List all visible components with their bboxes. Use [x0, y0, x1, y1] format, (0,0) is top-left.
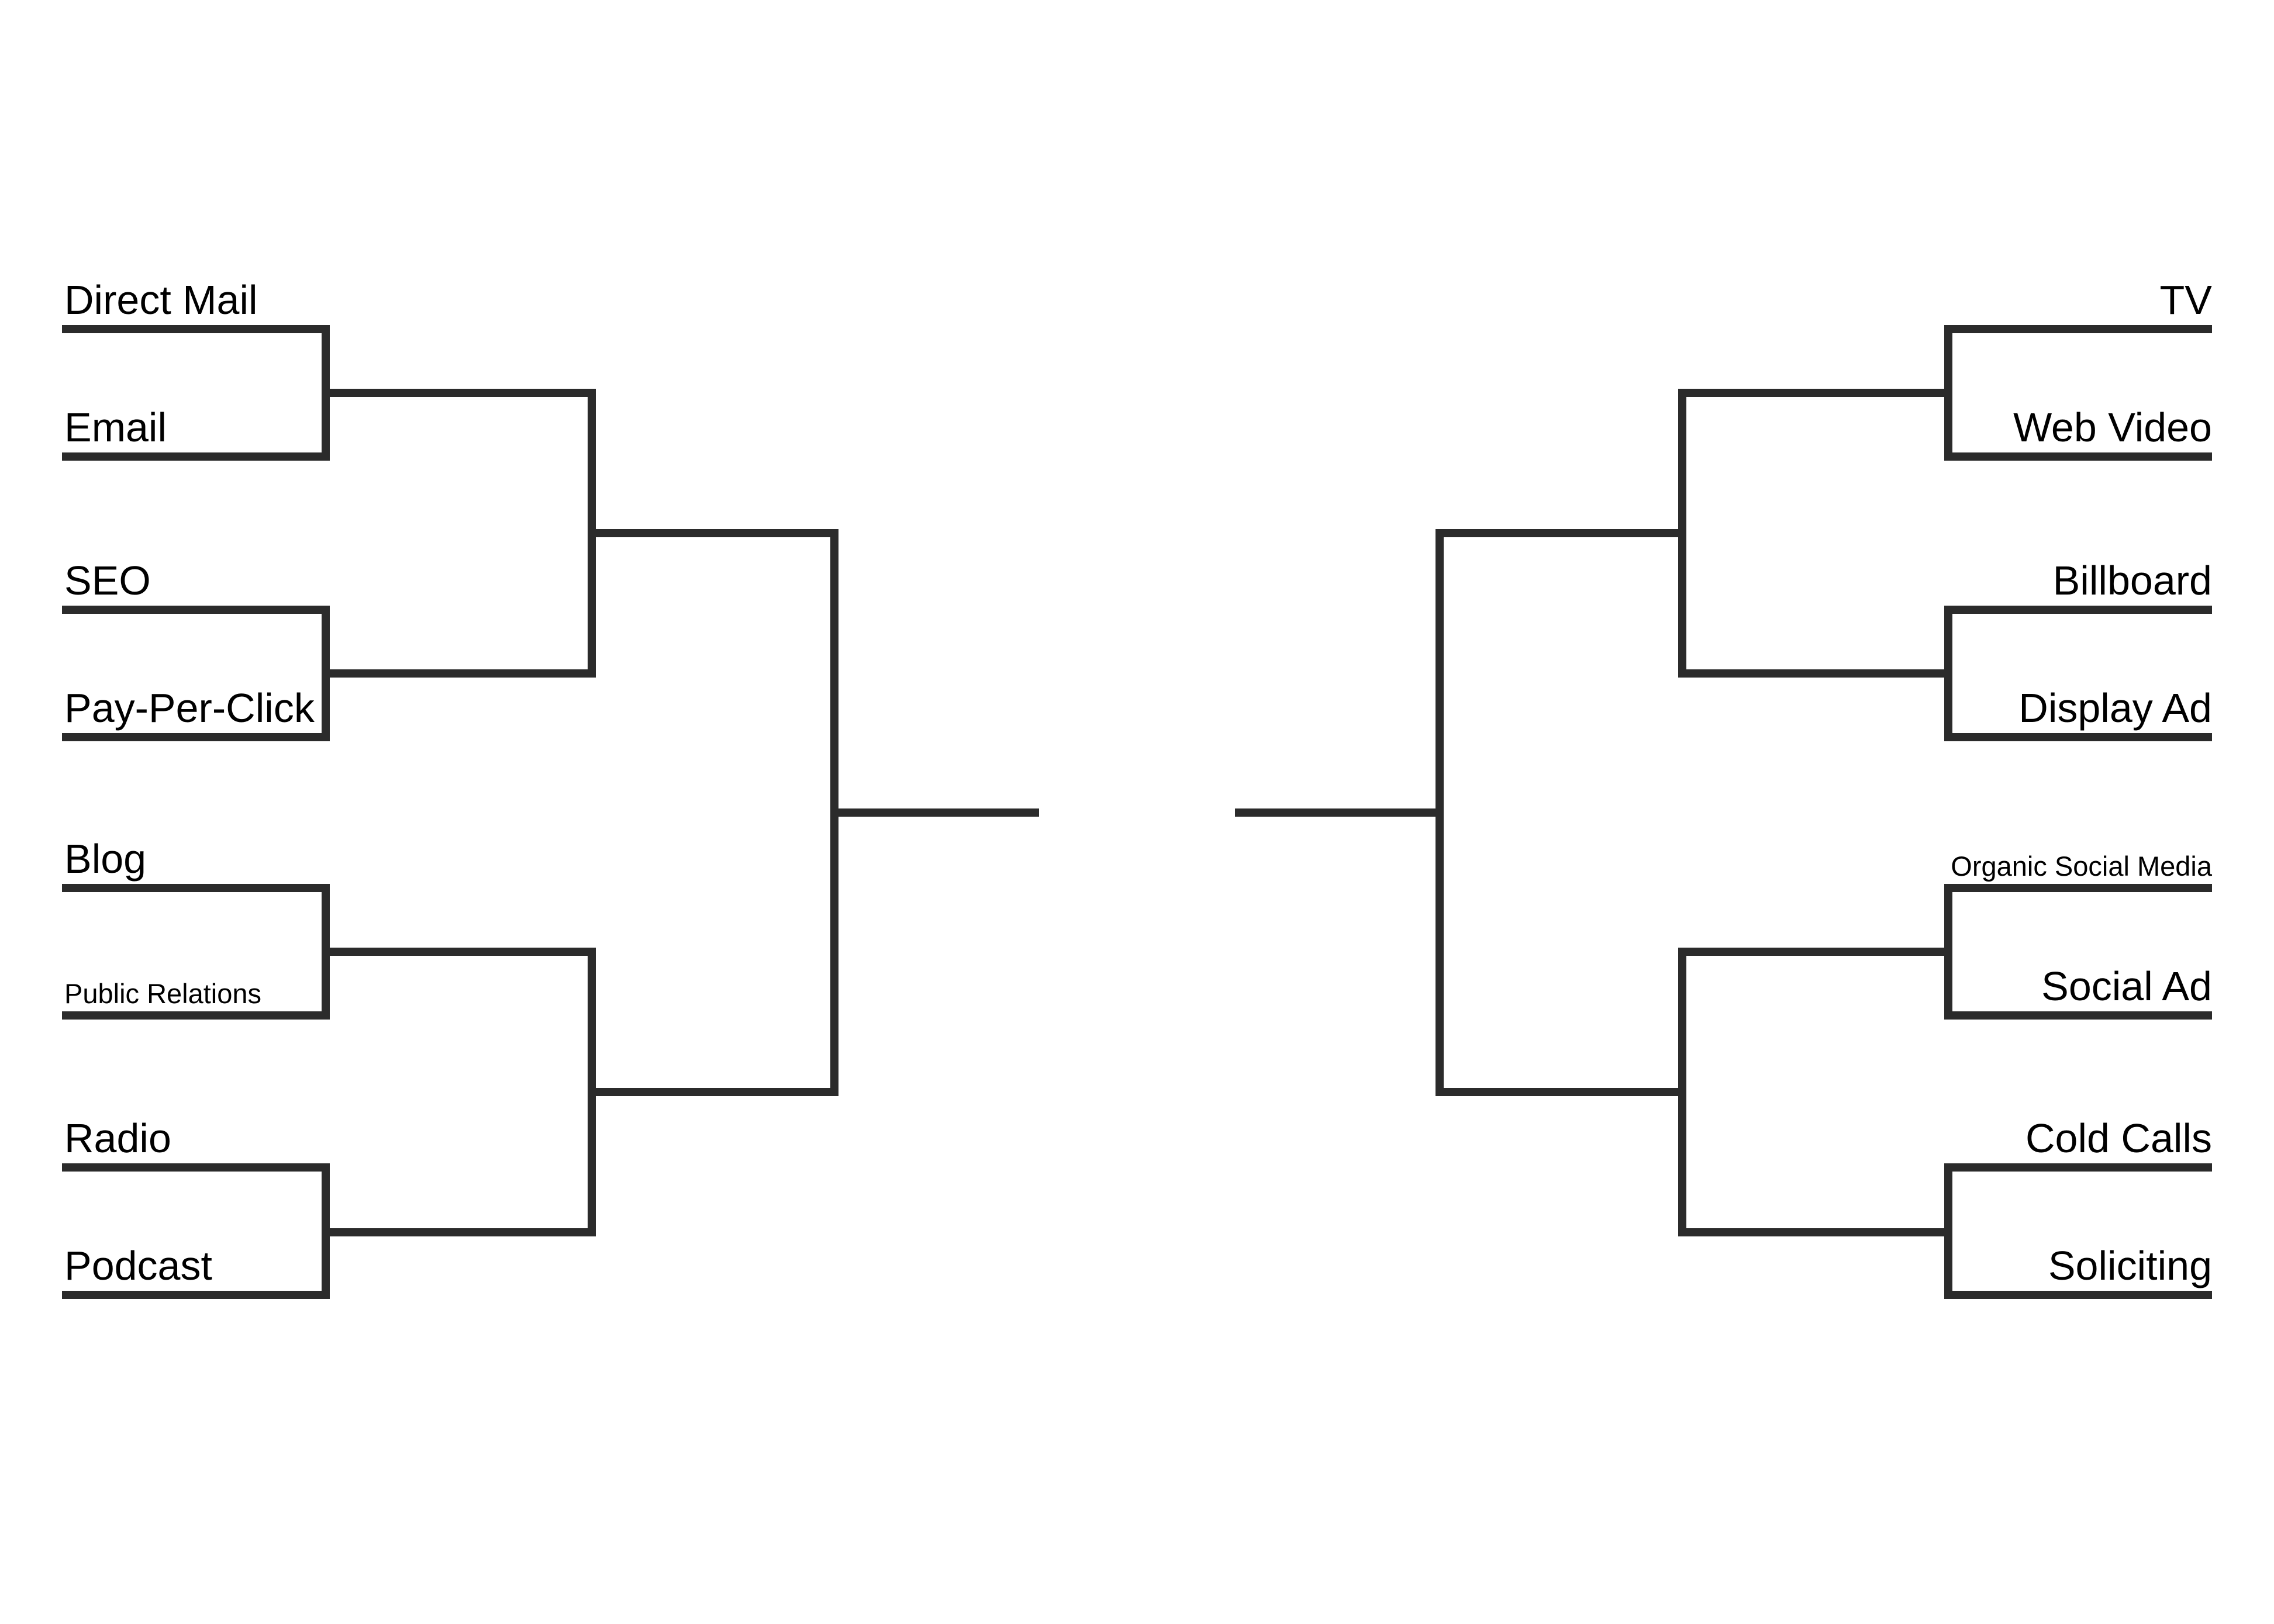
team-label-web-video: Web Video [2013, 404, 2212, 450]
winner-line-left-semifinal-bottom [588, 1088, 838, 1096]
team-label-social-ad: Social Ad [2041, 963, 2212, 1009]
team-label-tv: TV [2159, 277, 2212, 323]
team-line-web-video [1944, 452, 2212, 461]
team-line-social-ad [1944, 1011, 2212, 1020]
team-line-blog [62, 884, 330, 892]
team-label-display-ad: Display Ad [2018, 685, 2212, 731]
team-label-blog: Blog [64, 835, 147, 882]
team-line-soliciting [1944, 1291, 2212, 1299]
team-label-seo: SEO [64, 557, 151, 603]
team-label-podcast: Podcast [64, 1242, 212, 1288]
team-line-display-ad [1944, 733, 2212, 741]
team-line-public-relations [62, 1011, 330, 1020]
team-label-public-relations: Public Relations [64, 977, 262, 1009]
team-line-organic-social-media [1944, 884, 2212, 892]
team-line-billboard [1944, 606, 2212, 614]
team-label-billboard: Billboard [2052, 557, 2212, 603]
team-line-pay-per-click [62, 733, 330, 741]
finalist-line-left [830, 808, 1039, 817]
team-label-radio: Radio [64, 1115, 171, 1161]
winner-line-right-match2 [1678, 669, 1952, 678]
team-line-cold-calls [1944, 1163, 2212, 1172]
finalist-line-right [1235, 808, 1444, 817]
team-line-podcast [62, 1291, 330, 1299]
team-line-email [62, 452, 330, 461]
team-line-radio [62, 1163, 330, 1172]
team-label-soliciting: Soliciting [2048, 1242, 2212, 1288]
winner-line-right-semifinal-bottom [1436, 1088, 1686, 1096]
team-line-tv [1944, 325, 2212, 333]
team-label-direct-mail: Direct Mail [64, 277, 258, 323]
winner-line-right-semifinal-top [1436, 529, 1686, 537]
team-label-cold-calls: Cold Calls [2025, 1115, 2212, 1161]
winner-line-left-match2 [322, 669, 596, 678]
winner-line-right-match3 [1678, 948, 1952, 956]
winner-line-left-match3 [322, 948, 596, 956]
team-label-email: Email [64, 404, 167, 450]
winner-line-left-match1 [322, 389, 596, 397]
winner-line-left-semifinal-top [588, 529, 838, 537]
winner-line-left-match4 [322, 1228, 596, 1236]
team-label-pay-per-click: Pay-Per-Click [64, 685, 315, 731]
team-line-seo [62, 606, 330, 614]
team-line-direct-mail [62, 325, 330, 333]
winner-line-right-match1 [1678, 389, 1952, 397]
winner-line-right-match4 [1678, 1228, 1952, 1236]
team-label-organic-social-media: Organic Social Media [1951, 850, 2212, 882]
